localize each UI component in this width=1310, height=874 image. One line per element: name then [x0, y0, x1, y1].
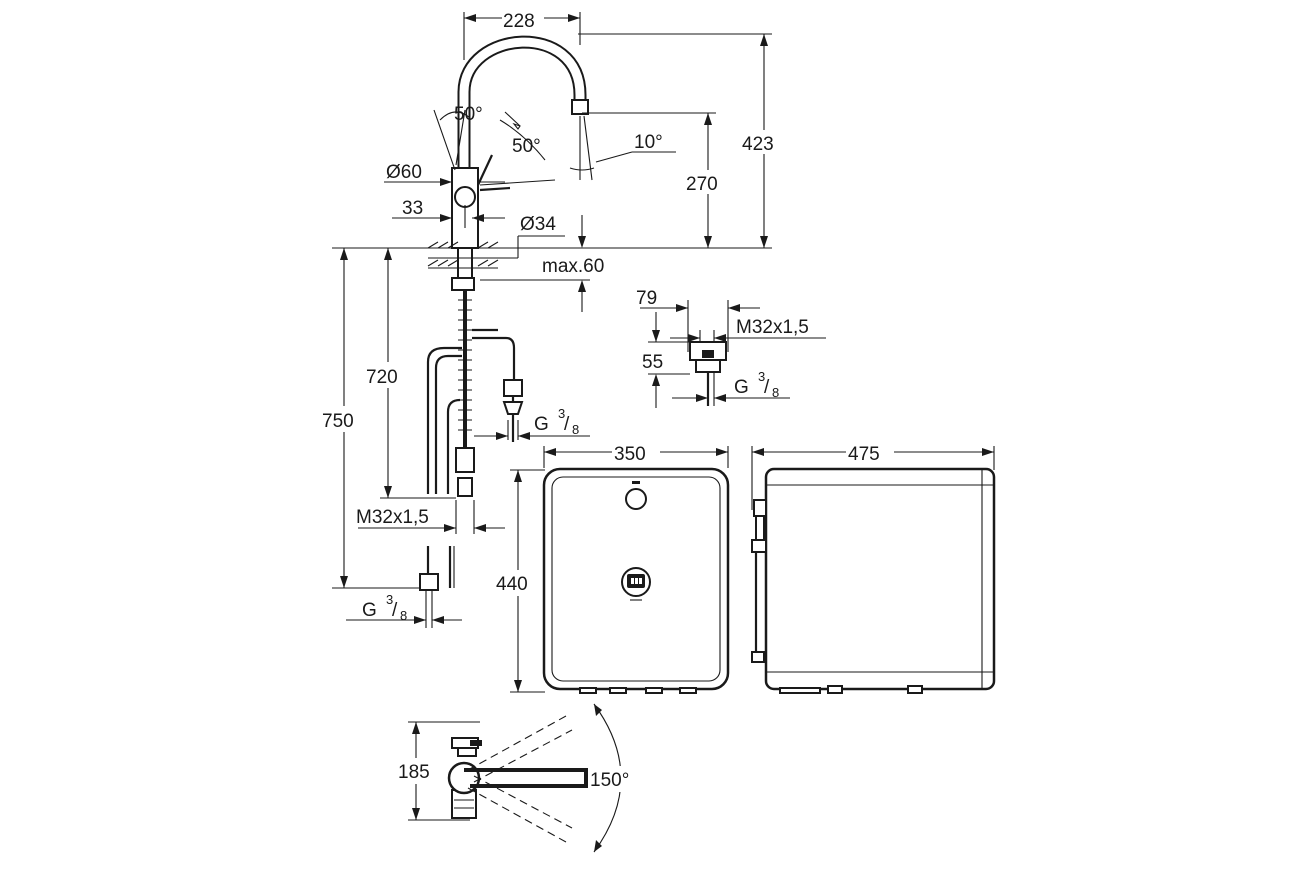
g-main-valve: G [534, 414, 549, 435]
g-main-bottom-left: G [362, 600, 377, 621]
connector-height-label: 55 [642, 352, 663, 373]
g-sup-bottom-left: 3 [386, 592, 393, 607]
svg-text:/: / [392, 600, 398, 621]
boiler-width-label: 350 [614, 444, 646, 465]
spout-tilt-label: 10° [634, 132, 663, 153]
max-countertop-label: max.60 [542, 256, 604, 277]
connector-thread-label: M32x1,5 [736, 317, 809, 338]
length-750-label: 750 [322, 411, 354, 432]
g-sub-valve: 8 [572, 422, 579, 437]
valve-connection: G 3 / 8 [474, 406, 590, 440]
body-diameter-label: Ø60 [386, 162, 422, 183]
thread-label-left: M32x1,5 [356, 507, 429, 528]
faucet-top-view: 185 150° [394, 703, 642, 853]
height-270-label: 270 [686, 174, 718, 195]
width-228-label: 228 [503, 11, 535, 32]
lever-angle-down-label: 50° [512, 136, 541, 157]
faucet-below-counter: 750 720 M32x1,5 G 3 / 8 [320, 247, 505, 628]
connector-detail: 79 M32x1,5 55 G 3 / 8 [636, 288, 826, 408]
g-sup-connector: 3 [758, 369, 765, 384]
boiler-front-view: 350 440 [494, 440, 730, 694]
length-720-label: 720 [366, 367, 398, 388]
svg-text:/: / [564, 414, 570, 435]
g-main-connector: G [734, 377, 749, 398]
g-sub-connector: 8 [772, 385, 779, 400]
boiler-height-label: 440 [496, 574, 528, 595]
swivel-angle-label: 150° [590, 770, 629, 791]
boiler-depth-label: 475 [848, 444, 880, 465]
g-sup-valve: 3 [558, 406, 565, 421]
shank-diameter-label: Ø34 [520, 214, 556, 235]
height-423-label: 423 [742, 134, 774, 155]
faucet-front-view: 50° 50° 228 423 270 10° Ø60 [340, 6, 786, 497]
lever-offset-label: 33 [402, 198, 423, 219]
g-sub-bottom-left: 8 [400, 608, 407, 623]
faucet-knob [454, 186, 476, 208]
connector-width-label: 79 [636, 288, 657, 309]
top-depth-label: 185 [398, 762, 430, 783]
svg-text:/: / [764, 377, 770, 398]
lever-angle-up-label: 50° [454, 104, 483, 125]
boiler-side-view: 475 [751, 440, 996, 694]
